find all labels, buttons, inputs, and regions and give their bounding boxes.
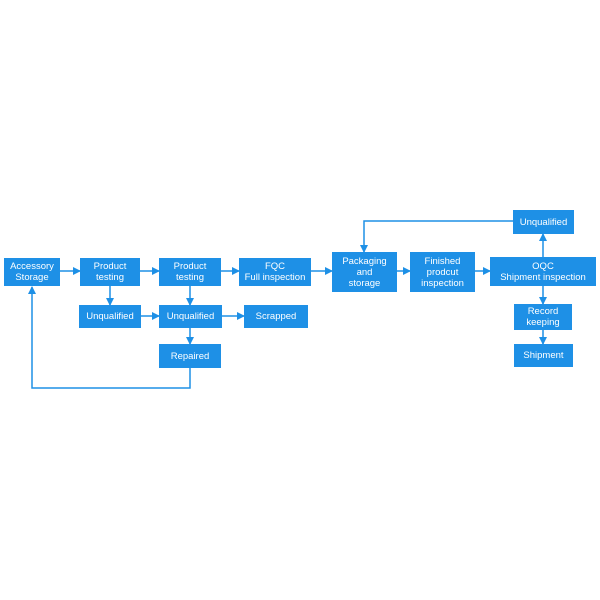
node-unqualified-1: Unqualified (79, 305, 141, 328)
node-unqualified-top: Unqualified (513, 210, 574, 234)
node-scrapped: Scrapped (244, 305, 308, 328)
node-repaired: Repaired (159, 344, 221, 368)
node-finished-product-inspection: Finished prodcut inspection (410, 252, 475, 292)
node-fqc-full-inspection: FQC Full inspection (239, 258, 311, 286)
node-oqc-shipment-inspection: OQC Shipment inspection (490, 257, 596, 286)
node-accessory-storage: Accessory Storage (4, 258, 60, 286)
node-product-testing-1: Product testing (80, 258, 140, 286)
node-product-testing-2: Product testing (159, 258, 221, 286)
arrow-unqualified-top-to-packaging (360, 220, 513, 253)
arrow-repaired-to-accessory (28, 286, 191, 389)
node-shipment: Shipment (514, 344, 573, 367)
node-unqualified-2: Unqualified (159, 305, 222, 328)
node-packaging-storage: Packaging and storage (332, 252, 397, 292)
node-record-keeping: Record keeping (514, 304, 572, 330)
